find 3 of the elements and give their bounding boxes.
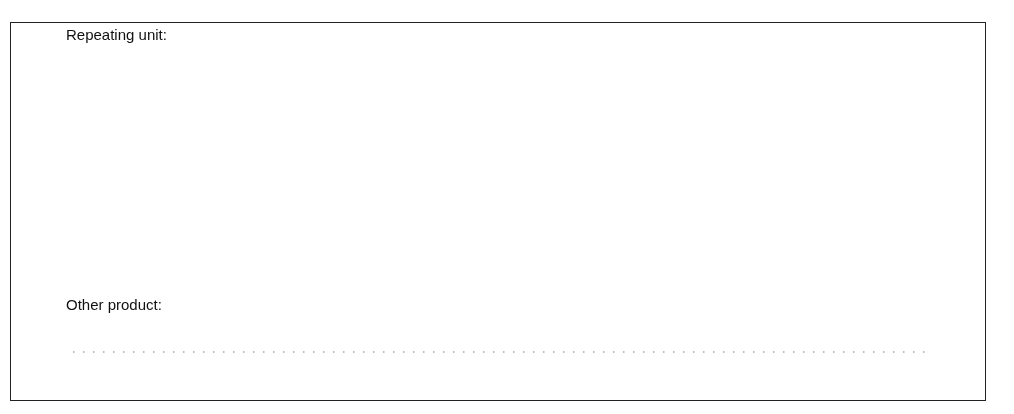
prompt-text: Other product: [66,296,162,313]
answer-box [10,22,986,401]
prompt-text: Repeating unit: [66,26,167,43]
